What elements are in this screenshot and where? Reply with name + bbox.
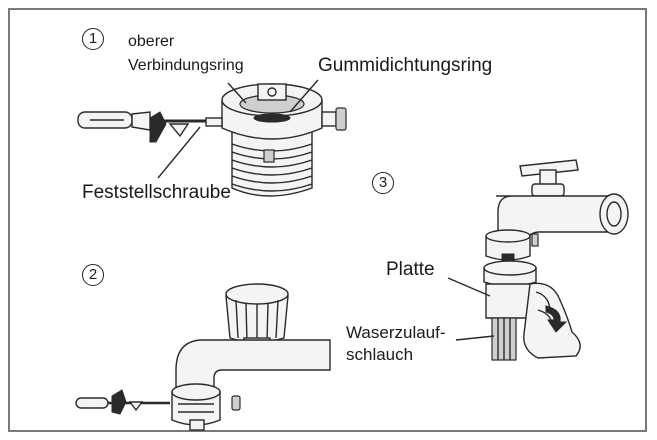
label-hose-line2: schlauch (346, 345, 414, 364)
label-rubber-seal: Gummidichtungsring (318, 55, 493, 76)
step-number-2: 2 (82, 264, 104, 286)
label-plate: Platte (386, 259, 435, 280)
label-upper-ring-line2: Verbindungsring (128, 57, 244, 74)
step-number-1: 1 (82, 28, 104, 50)
step2-faucet-drawing (75, 283, 331, 431)
step3-tap-drawing (447, 159, 629, 361)
label-lock-screw: Feststellschraube (82, 182, 231, 203)
step-number-3: 3 (372, 172, 394, 194)
label-upper-ring-line1: oberer (128, 33, 175, 50)
step1-connector-drawing (77, 79, 347, 197)
label-hose-line1: Waserzulauf- (346, 323, 446, 342)
